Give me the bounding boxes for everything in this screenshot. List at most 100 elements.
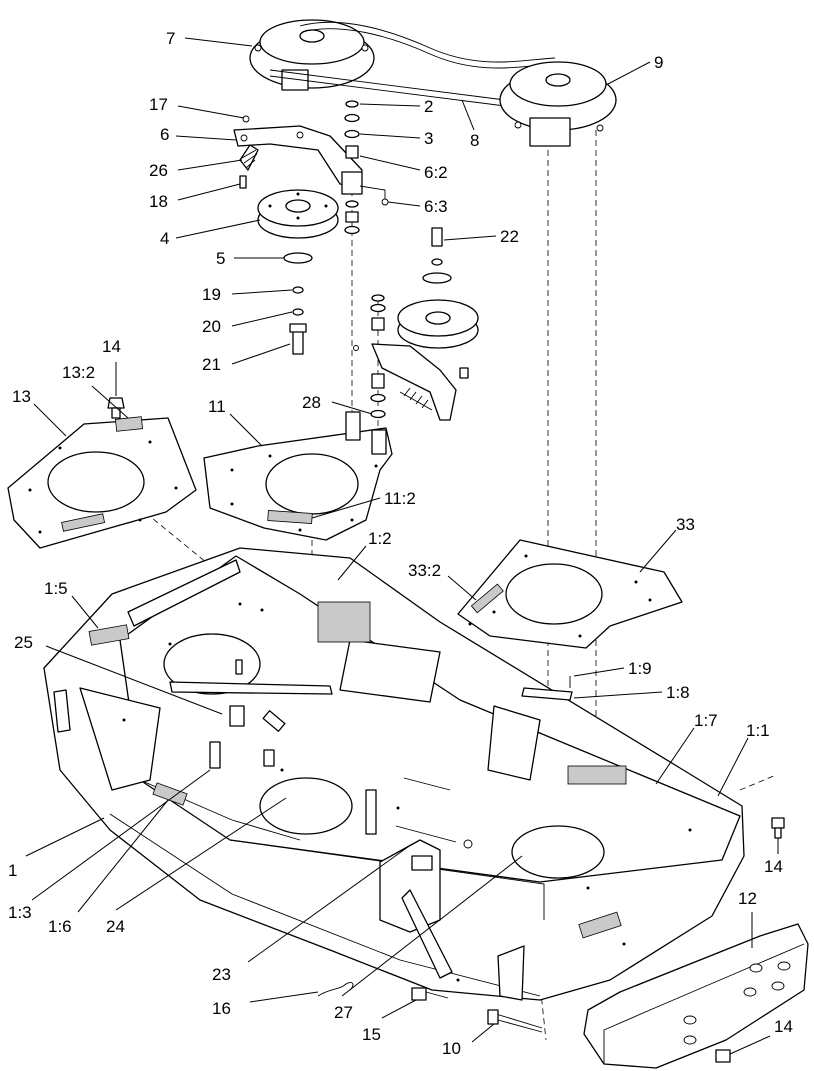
svg-text:22: 22 — [500, 227, 519, 246]
svg-text:28: 28 — [302, 393, 321, 412]
callout-21: 21 — [202, 343, 291, 374]
svg-text:6: 6 — [160, 125, 169, 144]
callout-7: 7 — [166, 29, 253, 48]
bolt-15 — [411, 987, 449, 1001]
svg-text:1:5: 1:5 — [44, 579, 68, 598]
svg-text:3: 3 — [424, 129, 433, 148]
svg-text:13: 13 — [12, 387, 31, 406]
svg-text:7: 7 — [166, 29, 175, 48]
callout-10: 10 — [442, 1023, 495, 1058]
svg-text:14: 14 — [764, 857, 783, 876]
callout-23: 23 — [212, 843, 413, 984]
callout-13-2: 13:2 — [62, 363, 129, 419]
svg-text:1:9: 1:9 — [628, 659, 652, 678]
callout-6: 6 — [160, 125, 237, 144]
svg-text:1:7: 1:7 — [694, 711, 718, 730]
callout-25: 25 — [14, 633, 223, 715]
callout-15: 15 — [362, 999, 417, 1044]
svg-text:9: 9 — [654, 53, 663, 72]
callout-12: 12 — [738, 889, 757, 948]
svg-text:4: 4 — [160, 229, 169, 248]
svg-text:33:2: 33:2 — [408, 561, 441, 580]
svg-text:1:3: 1:3 — [8, 903, 32, 922]
callout-1-1: 1:1 — [717, 721, 770, 797]
svg-text:5: 5 — [216, 249, 225, 268]
callout-5: 5 — [216, 249, 284, 268]
svg-text:8: 8 — [470, 131, 479, 150]
svg-text:21: 21 — [202, 355, 221, 374]
svg-text:15: 15 — [362, 1025, 381, 1044]
bolt-10 — [487, 1009, 543, 1033]
svg-text:19: 19 — [202, 285, 221, 304]
svg-text:1:1: 1:1 — [746, 721, 770, 740]
svg-text:11: 11 — [208, 397, 226, 416]
callout-27: 27 — [334, 855, 523, 1022]
mount-plate-11 — [203, 411, 393, 541]
nut-14-bottom — [715, 1049, 731, 1063]
callout-33: 33 — [639, 515, 695, 573]
callout-28: 28 — [302, 393, 373, 415]
svg-text:24: 24 — [106, 917, 125, 936]
top-pulley-7 — [249, 19, 375, 91]
callout-4: 4 — [160, 219, 261, 248]
svg-text:6:2: 6:2 — [424, 163, 448, 182]
deck-vent-holes — [317, 601, 627, 785]
callout-1-7: 1:7 — [655, 711, 718, 785]
callout-17: 17 — [149, 95, 245, 119]
callout-1-2: 1:2 — [337, 529, 392, 581]
callout-11-2: 11:2 — [311, 489, 416, 519]
svg-text:14: 14 — [102, 337, 121, 356]
idler-pulley-4 — [257, 189, 339, 239]
idler-pulley-right — [353, 227, 479, 421]
callout-26: 26 — [149, 159, 243, 180]
nut-14-top — [107, 397, 125, 419]
callout-19: 19 — [202, 285, 293, 304]
idler-hardware-stack — [283, 252, 313, 355]
mount-plate-13 — [7, 416, 197, 549]
callout-11: 11 — [208, 397, 263, 447]
svg-text:13:2: 13:2 — [62, 363, 95, 382]
cotter-pin-16 — [317, 981, 354, 997]
callout-2: 2 — [359, 97, 433, 116]
callout-9: 9 — [607, 53, 663, 85]
svg-text:1:6: 1:6 — [48, 917, 72, 936]
callout-1-8: 1:8 — [573, 683, 690, 702]
front-bracket — [379, 839, 525, 1001]
svg-text:1:2: 1:2 — [368, 529, 392, 548]
svg-text:1:8: 1:8 — [666, 683, 690, 702]
mount-plate-33 — [457, 539, 683, 649]
callouts: 7 9 17 2 6 3 8 26 6:2 18 6:3 4 22 5 19 2… — [8, 29, 793, 1058]
nut-14-right — [771, 817, 785, 839]
bumper-12 — [583, 923, 809, 1069]
callout-6-2: 6:2 — [359, 155, 448, 182]
drive-belt-8 — [269, 21, 556, 107]
svg-text:16: 16 — [212, 999, 231, 1018]
callout-18: 18 — [149, 183, 241, 211]
svg-text:33: 33 — [676, 515, 695, 534]
svg-text:10: 10 — [442, 1039, 461, 1058]
svg-text:18: 18 — [149, 192, 168, 211]
anchor-bar-1-8 — [521, 676, 573, 701]
top-pulley-9 — [499, 61, 617, 147]
callout-1: 1 — [8, 817, 105, 880]
callout-6-3: 6:3 — [387, 197, 448, 216]
callout-1-9: 1:9 — [573, 659, 652, 678]
svg-text:27: 27 — [334, 1003, 353, 1022]
idler-shaft-hardware — [344, 100, 360, 235]
callout-24: 24 — [106, 797, 287, 936]
callout-16: 16 — [212, 991, 319, 1018]
svg-text:12: 12 — [738, 889, 757, 908]
callout-8: 8 — [461, 99, 479, 150]
callout-22: 22 — [443, 227, 519, 246]
svg-text:25: 25 — [14, 633, 33, 652]
svg-text:1: 1 — [8, 861, 17, 880]
svg-text:20: 20 — [202, 317, 221, 336]
bolt-18 — [239, 175, 247, 189]
svg-text:6:3: 6:3 — [424, 197, 448, 216]
callout-20: 20 — [202, 311, 293, 336]
callout-1-6: 1:6 — [48, 799, 169, 936]
callout-3: 3 — [359, 129, 433, 148]
callout-1-5: 1:5 — [44, 579, 99, 629]
svg-text:2: 2 — [424, 97, 433, 116]
